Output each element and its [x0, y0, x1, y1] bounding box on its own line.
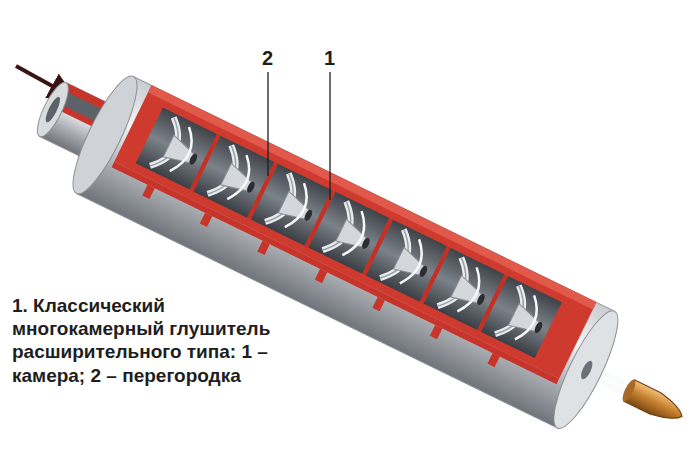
callout-number: 1: [324, 48, 335, 68]
leader-line: [329, 72, 330, 200]
callout-number: 2: [262, 48, 273, 68]
figure-caption: 1. Классический многокамерный глушитель …: [12, 294, 312, 387]
leader-line: [267, 72, 268, 176]
